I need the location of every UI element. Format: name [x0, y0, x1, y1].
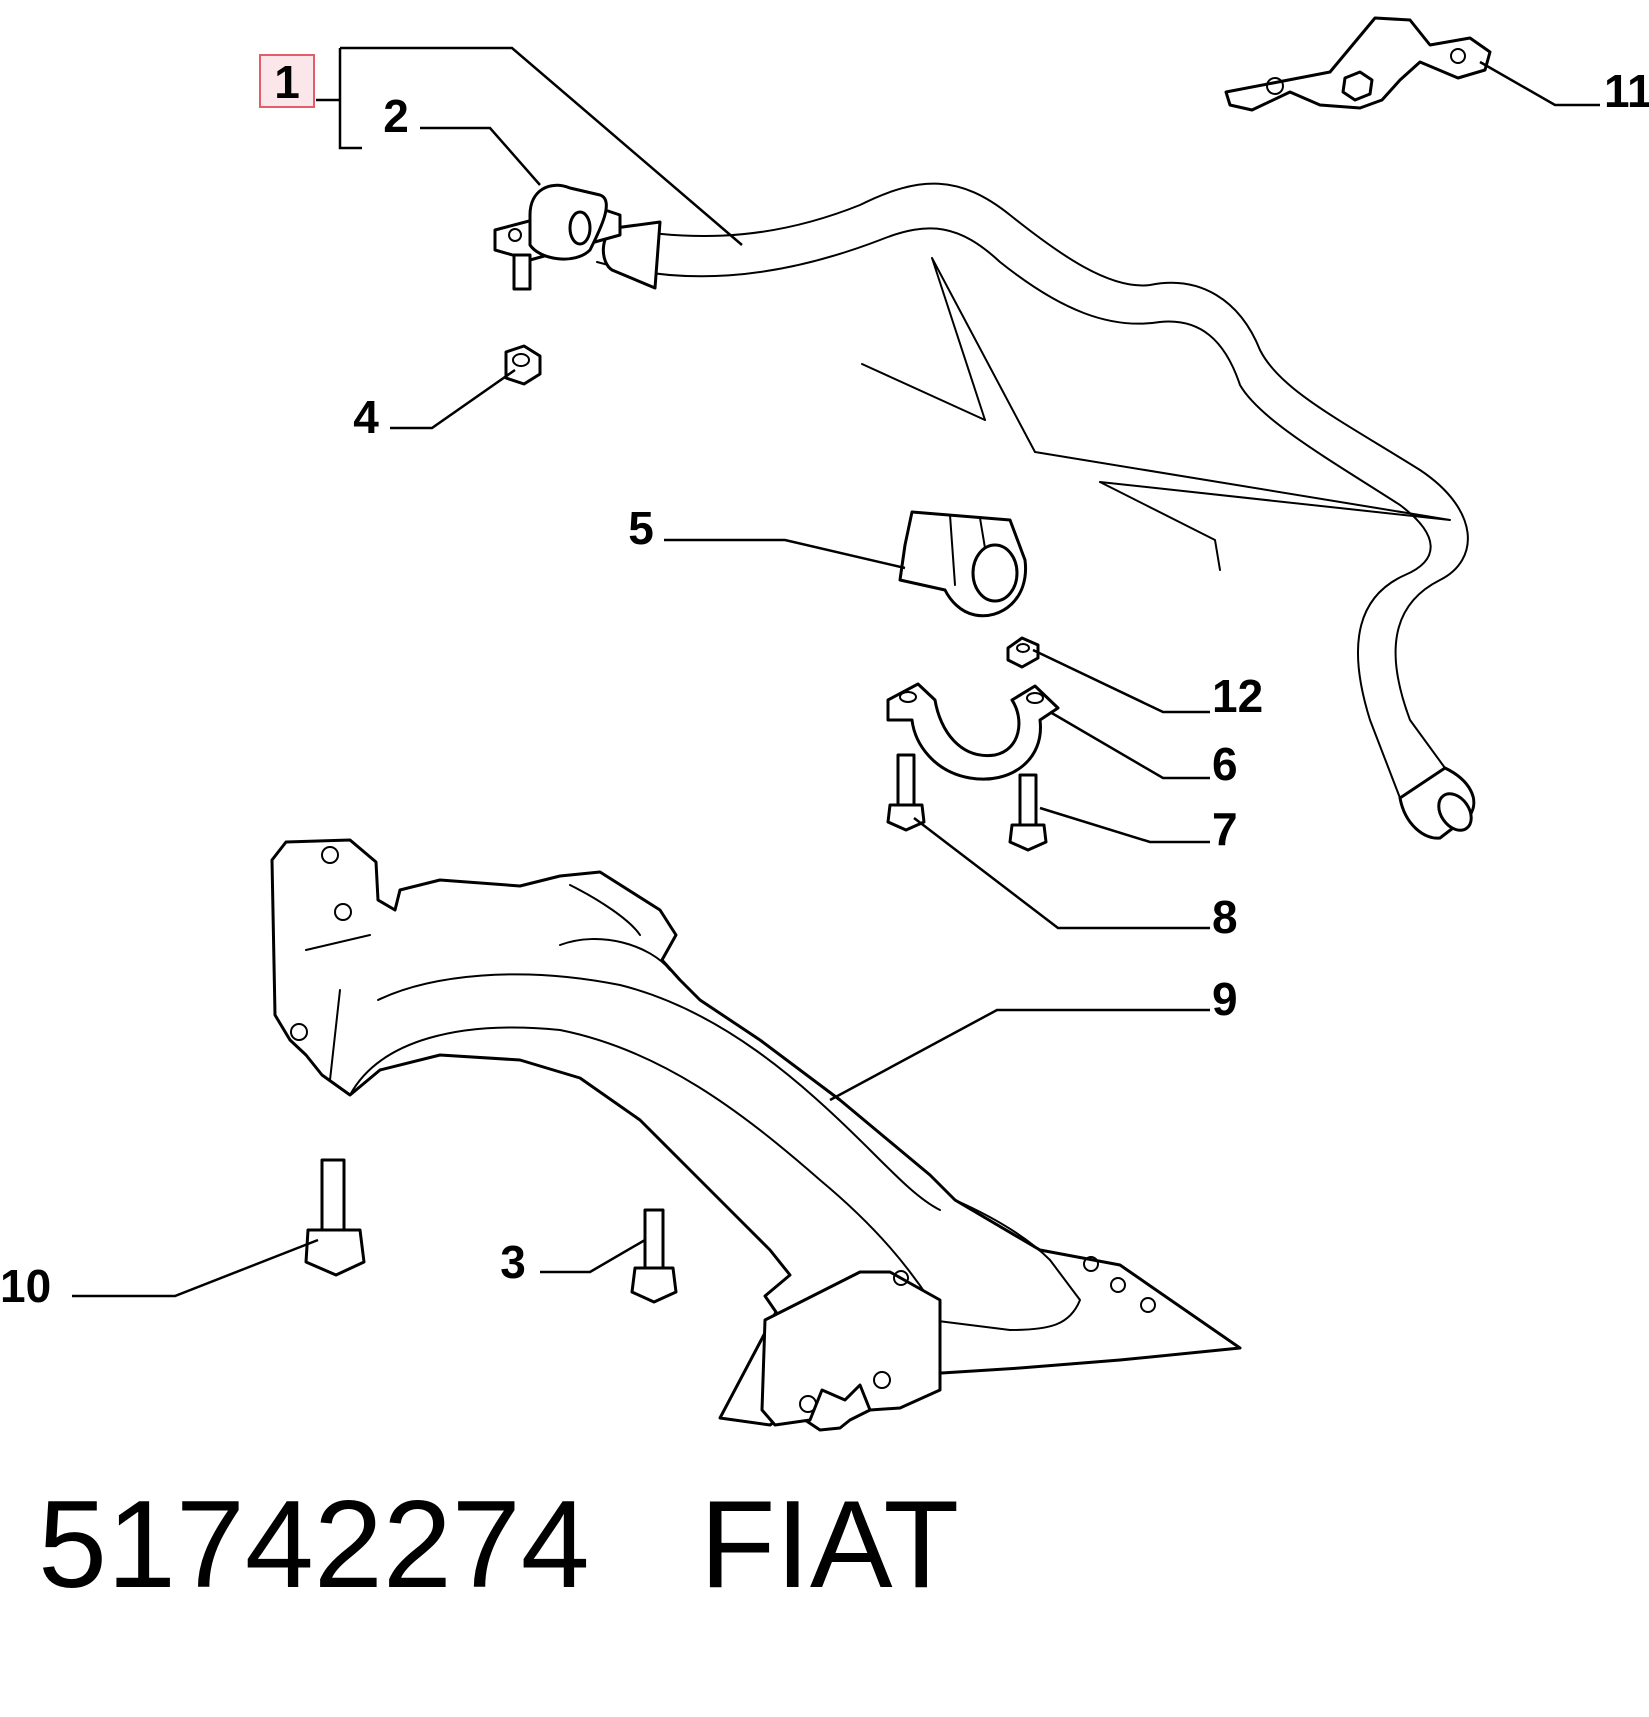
bolt-part-10-shank	[320, 1158, 346, 1232]
clamp-bracket	[886, 682, 1060, 781]
clamp-bracket-hole-right	[1026, 692, 1044, 704]
leader-6	[1049, 710, 1210, 780]
bushing-bracket-eye	[568, 210, 592, 246]
bolt-part-3-shank	[643, 1208, 665, 1270]
bolt-part-8-head	[886, 803, 926, 832]
bushing-bracket-stud	[512, 253, 532, 291]
subframe-hole-9	[1140, 1297, 1156, 1313]
brand-name: FIAT	[699, 1476, 960, 1614]
mounting-bracket-hole-left	[1266, 77, 1284, 95]
stabilizer-bar-outline-outer	[599, 182, 1469, 769]
rubber-bushing	[898, 510, 1028, 618]
nut-part-4-hole	[512, 353, 530, 367]
mounting-bracket-body	[1224, 16, 1492, 112]
mounting-bracket	[1224, 16, 1492, 112]
leader-11	[1479, 60, 1600, 107]
leader-1-bracket	[316, 46, 743, 246]
callout-3: 3	[500, 1236, 526, 1288]
callout-7: 7	[1212, 803, 1238, 855]
bolt-part-10-head	[304, 1228, 366, 1277]
leader-12	[1032, 648, 1210, 714]
subframe-right-bracket	[760, 1270, 942, 1427]
part-number: 51742274	[38, 1476, 590, 1614]
stabilizer-bar-outline-inner	[596, 227, 1432, 799]
stabilizer-bar	[596, 182, 1476, 840]
subframe-hole-7	[1083, 1256, 1099, 1272]
stabilizer-bar-link-lower	[861, 363, 1221, 571]
bushing-bracket-hole	[508, 228, 522, 242]
flange-nut-part-12	[1006, 636, 1040, 669]
subframe-hole-1	[321, 846, 339, 864]
callout-9: 9	[1212, 973, 1238, 1025]
callout-8: 8	[1212, 891, 1238, 943]
stabilizer-bar-end-face	[1437, 792, 1473, 832]
clamp-bracket-hole-left	[899, 691, 917, 703]
callout-1-highlight-box	[259, 54, 315, 108]
subframe-hole-6	[799, 1395, 817, 1413]
callout-12: 12	[1212, 670, 1263, 722]
bushing-bracket-body	[528, 183, 608, 261]
subframe-hole-3	[290, 1023, 308, 1041]
callout-5: 5	[628, 502, 654, 554]
subframe-main-outline	[270, 838, 1242, 1432]
leader-10	[72, 1238, 319, 1298]
part-caption: 51742274 FIAT	[38, 1475, 959, 1615]
leader-5	[664, 538, 906, 570]
leader-4	[390, 368, 516, 430]
nut-part-4	[504, 344, 542, 386]
subframe-hole-4	[893, 1270, 909, 1286]
callout-4: 4	[353, 391, 379, 443]
bushing-bracket	[493, 183, 622, 291]
bolt-part-7	[1008, 773, 1048, 852]
leader-lines	[72, 46, 1600, 1298]
callout-11: 11	[1604, 65, 1649, 117]
callout-6: 6	[1212, 738, 1238, 790]
rubber-bushing-bore	[971, 543, 1019, 603]
subframe-hole-8	[1110, 1277, 1126, 1293]
leader-7	[1039, 806, 1210, 844]
subframe-crossmember	[270, 838, 1242, 1432]
bolt-part-3	[630, 1208, 678, 1304]
stabilizer-bar-link-upper	[931, 257, 1451, 521]
callout-10: 10	[0, 1260, 51, 1312]
leader-9	[829, 1008, 1210, 1102]
bolt-part-7-head	[1008, 823, 1048, 852]
flange-nut-part-12-hole	[1016, 643, 1030, 653]
rubber-bushing-split	[949, 514, 986, 586]
bolt-part-8	[886, 753, 926, 832]
subframe-inner-rib-2	[377, 973, 941, 1211]
subframe-hole-5	[873, 1371, 891, 1389]
clamp-bracket-body	[886, 682, 1060, 781]
bolt-part-8-shank	[896, 753, 916, 807]
callout-2: 2	[383, 90, 409, 142]
mounting-bracket-nut	[1341, 70, 1374, 102]
subframe-hole-2	[334, 903, 352, 921]
subframe-inner-rib-3	[305, 884, 671, 1081]
bolt-part-3-head	[630, 1266, 678, 1304]
bolt-part-10	[304, 1158, 366, 1277]
mounting-bracket-hole-right	[1450, 48, 1466, 64]
subframe-inner-rib-1	[349, 1026, 931, 1301]
leader-3	[540, 1238, 646, 1274]
bolt-part-7-shank	[1018, 773, 1038, 827]
leader-2	[420, 126, 541, 186]
subframe-right-flange	[929, 1199, 1081, 1331]
callout-1: 1	[274, 56, 300, 108]
leader-8	[913, 817, 1210, 930]
